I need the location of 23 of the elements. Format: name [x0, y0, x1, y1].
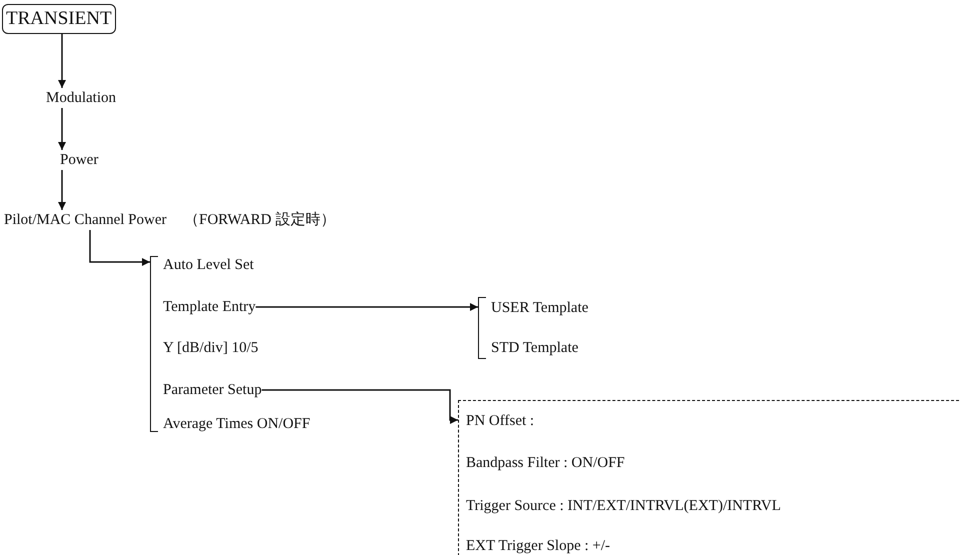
menu-item: STD Template	[491, 338, 578, 358]
arrow	[58, 34, 66, 88]
menu-item: Template Entry	[163, 297, 256, 317]
menu-item: Average Times ON/OFF	[163, 414, 310, 434]
arrow	[58, 108, 66, 150]
menu-item: Parameter Setup	[163, 380, 262, 400]
menu-label: Pilot/MAC Channel Power	[4, 210, 167, 230]
mode-box: TRANSIENT	[2, 4, 116, 34]
menu-item: PN Offset :	[466, 411, 534, 431]
menu-item: Bandpass Filter : ON/OFF	[466, 453, 625, 473]
mode-note: （FORWARD 設定時）	[184, 210, 336, 230]
arrow	[262, 389, 458, 424]
menu-label: Power	[60, 150, 98, 170]
menu-item: Trigger Source : INT/EXT/INTRVL(EXT)/INTRVL	[466, 496, 781, 516]
menu-item: Auto Level Set	[163, 255, 254, 275]
arrow	[89, 230, 150, 266]
menu-label: Modulation	[46, 88, 116, 108]
arrow	[256, 303, 478, 311]
settings-dashed-box	[458, 400, 961, 555]
menu-item: Y [dB/div] 10/5	[163, 338, 258, 358]
menu-item: USER Template	[491, 298, 588, 318]
menu-item: EXT Trigger Slope : +/-	[466, 536, 610, 555]
arrow	[58, 170, 66, 210]
